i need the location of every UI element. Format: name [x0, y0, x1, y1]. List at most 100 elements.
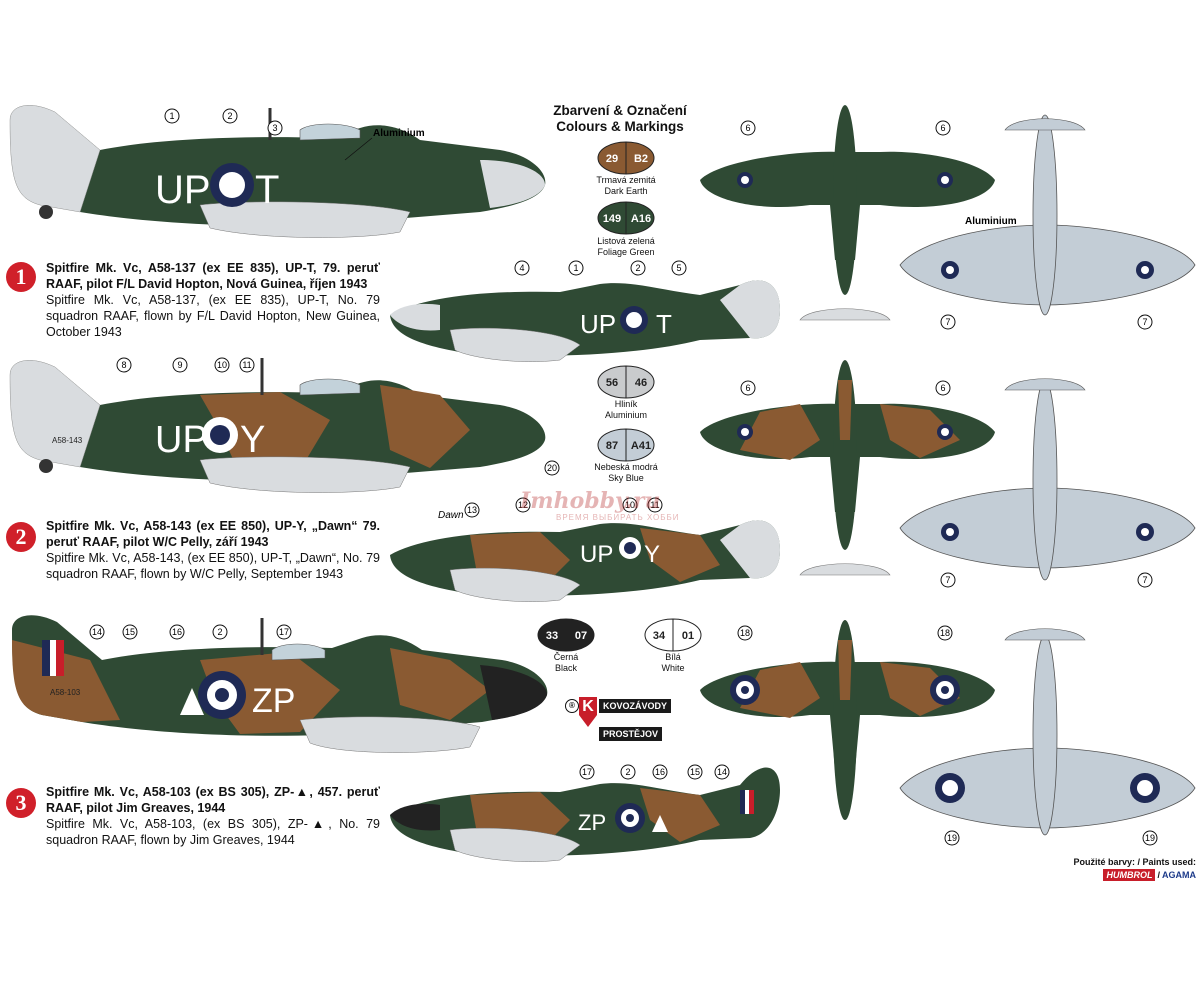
svg-text:13: 13	[467, 505, 477, 515]
callout: 16	[169, 624, 185, 640]
callout: 1	[164, 108, 180, 124]
svg-text:10: 10	[625, 500, 635, 510]
scheme1-caption-en: Spitfire Mk. Vc, A58-137, (ex EE 835), U…	[46, 293, 380, 339]
paint-name-cz: Nebeská modrá	[594, 462, 658, 472]
callout: 8	[116, 357, 132, 373]
logo-line1: KOVOZÁVODY	[599, 699, 672, 713]
svg-text:7: 7	[1142, 317, 1147, 327]
callout: 9	[172, 357, 188, 373]
scheme2-number-badge: 2	[6, 522, 36, 552]
svg-text:11: 11	[242, 360, 251, 370]
svg-text:16: 16	[655, 767, 665, 777]
scheme2-side-view: UP Y A58-143	[9, 358, 546, 493]
under-aluminium-label: Aluminium	[965, 216, 1017, 227]
kovozavody-logo: ® K KOVOZÁVODY PROSTĚJOV	[565, 697, 689, 745]
scheme2-small-code-right: Y	[644, 541, 660, 568]
svg-text:149: 149	[603, 213, 621, 225]
scheme2-caption: Spitfire Mk. Vc, A58-143 (ex EE 850), UP…	[46, 518, 380, 582]
watermark-sub: ВРЕМЯ ВЫБИРАТЬ ХОББИ	[556, 513, 680, 522]
scheme2-small-code-left: UP	[580, 541, 613, 568]
callout: 3	[267, 120, 283, 136]
svg-text:6: 6	[940, 123, 945, 133]
paints-used: Použité barvy: / Paints used: HUMBROL / …	[1034, 857, 1196, 881]
callout: 15	[122, 624, 138, 640]
svg-text:A41: A41	[631, 440, 651, 452]
paints-used-label: Použité barvy: / Paints used:	[1073, 857, 1196, 867]
svg-text:7: 7	[945, 575, 950, 585]
scheme1-code-left: UP	[155, 168, 211, 212]
svg-text:7: 7	[945, 317, 950, 327]
svg-text:20: 20	[547, 463, 557, 473]
svg-text:4: 4	[519, 263, 524, 273]
paint-name-en: White	[661, 663, 685, 673]
svg-text:6: 6	[745, 383, 750, 393]
callout: 5	[671, 260, 687, 276]
under-view-1: Aluminium	[899, 114, 1196, 316]
watermark-main: Imhobby.ru	[520, 488, 661, 514]
scheme2-serial: A58-143	[52, 436, 83, 445]
svg-text:19: 19	[1145, 833, 1155, 843]
top-view-1	[700, 105, 995, 321]
heading-en: Colours & Markings	[556, 119, 684, 134]
callout: 17	[276, 624, 292, 640]
scheme3-small-side-view: ZP	[390, 767, 780, 862]
callout: 6	[740, 380, 756, 396]
svg-text:56: 56	[606, 377, 618, 389]
callout: 12	[515, 497, 531, 513]
scheme2-small-side-view: UP Y Dawn	[390, 510, 780, 602]
paint-label: Nebeská modrá Sky Blue	[571, 462, 681, 484]
scheme3-small-code-left: ZP	[578, 810, 606, 835]
colours-markings-heading: Zbarvení & Označení Colours & Markings	[520, 103, 720, 135]
paint-label: Listová zelená Foliage Green	[571, 236, 681, 258]
paint-name-cz: Listová zelená	[597, 236, 655, 246]
callout: 1	[568, 260, 584, 276]
paint-swatch: 33 07	[537, 618, 595, 652]
callout: 19	[1142, 830, 1158, 846]
svg-text:17: 17	[279, 627, 289, 637]
callout: 7	[1137, 314, 1153, 330]
scheme2-caption-cz: Spitfire Mk. Vc, A58-143 (ex EE 850), UP…	[46, 519, 380, 549]
svg-text:8: 8	[121, 360, 126, 370]
svg-text:18: 18	[740, 628, 750, 638]
svg-text:14: 14	[92, 627, 102, 637]
callout: 6	[935, 120, 951, 136]
callout: 14	[714, 764, 730, 780]
svg-text:2: 2	[635, 263, 640, 273]
svg-text:19: 19	[947, 833, 957, 843]
callout: 2	[620, 764, 636, 780]
svg-text:34: 34	[653, 630, 666, 642]
scheme1-small-code-right: T	[656, 309, 672, 339]
svg-text:B2: B2	[634, 153, 648, 165]
paint-label: Hliník Aluminium	[571, 399, 681, 421]
svg-text:6: 6	[745, 123, 750, 133]
svg-text:14: 14	[717, 767, 727, 777]
paint-name-en: Black	[554, 663, 577, 673]
callout: 2	[222, 108, 238, 124]
scheme2-nose-art: Dawn	[438, 510, 464, 521]
callout: 13	[464, 502, 480, 518]
svg-text:87: 87	[606, 440, 618, 452]
paint-label: Trmavá zemitá Dark Earth	[571, 175, 681, 197]
svg-text:33: 33	[546, 630, 558, 642]
scheme1-side-view: UP T Aluminium	[9, 105, 546, 238]
paint-label: Bílá White	[618, 652, 728, 674]
callout: 10	[214, 357, 230, 373]
callouts: 1 2 3 4 1 2 5 8 9 10 11 20 12 10 11 13 1…	[89, 108, 1158, 846]
scheme2-caption-en: Spitfire Mk. Vc, A58-143, (ex EE 850), U…	[46, 551, 380, 581]
svg-text:18: 18	[940, 628, 950, 638]
scheme1-caption-cz: Spitfire Mk. Vc, A58-137 (ex EE 835), UP…	[46, 261, 380, 291]
registered-mark: ®	[565, 699, 579, 713]
scheme3-caption-cz: Spitfire Mk. Vc, A58-103 (ex BS 305), ZP…	[46, 785, 380, 815]
top-view-3	[700, 620, 995, 820]
callout: 2	[212, 624, 228, 640]
svg-text:1: 1	[169, 111, 174, 121]
callout: 7	[940, 572, 956, 588]
callout: 4	[514, 260, 530, 276]
paint-swatch: 56 46	[597, 365, 655, 399]
top-view-2	[700, 360, 995, 576]
svg-text:15: 15	[690, 767, 700, 777]
callout: 11	[239, 357, 255, 373]
callout: 20	[544, 460, 560, 476]
svg-text:17: 17	[582, 767, 592, 777]
callout: 14	[89, 624, 105, 640]
